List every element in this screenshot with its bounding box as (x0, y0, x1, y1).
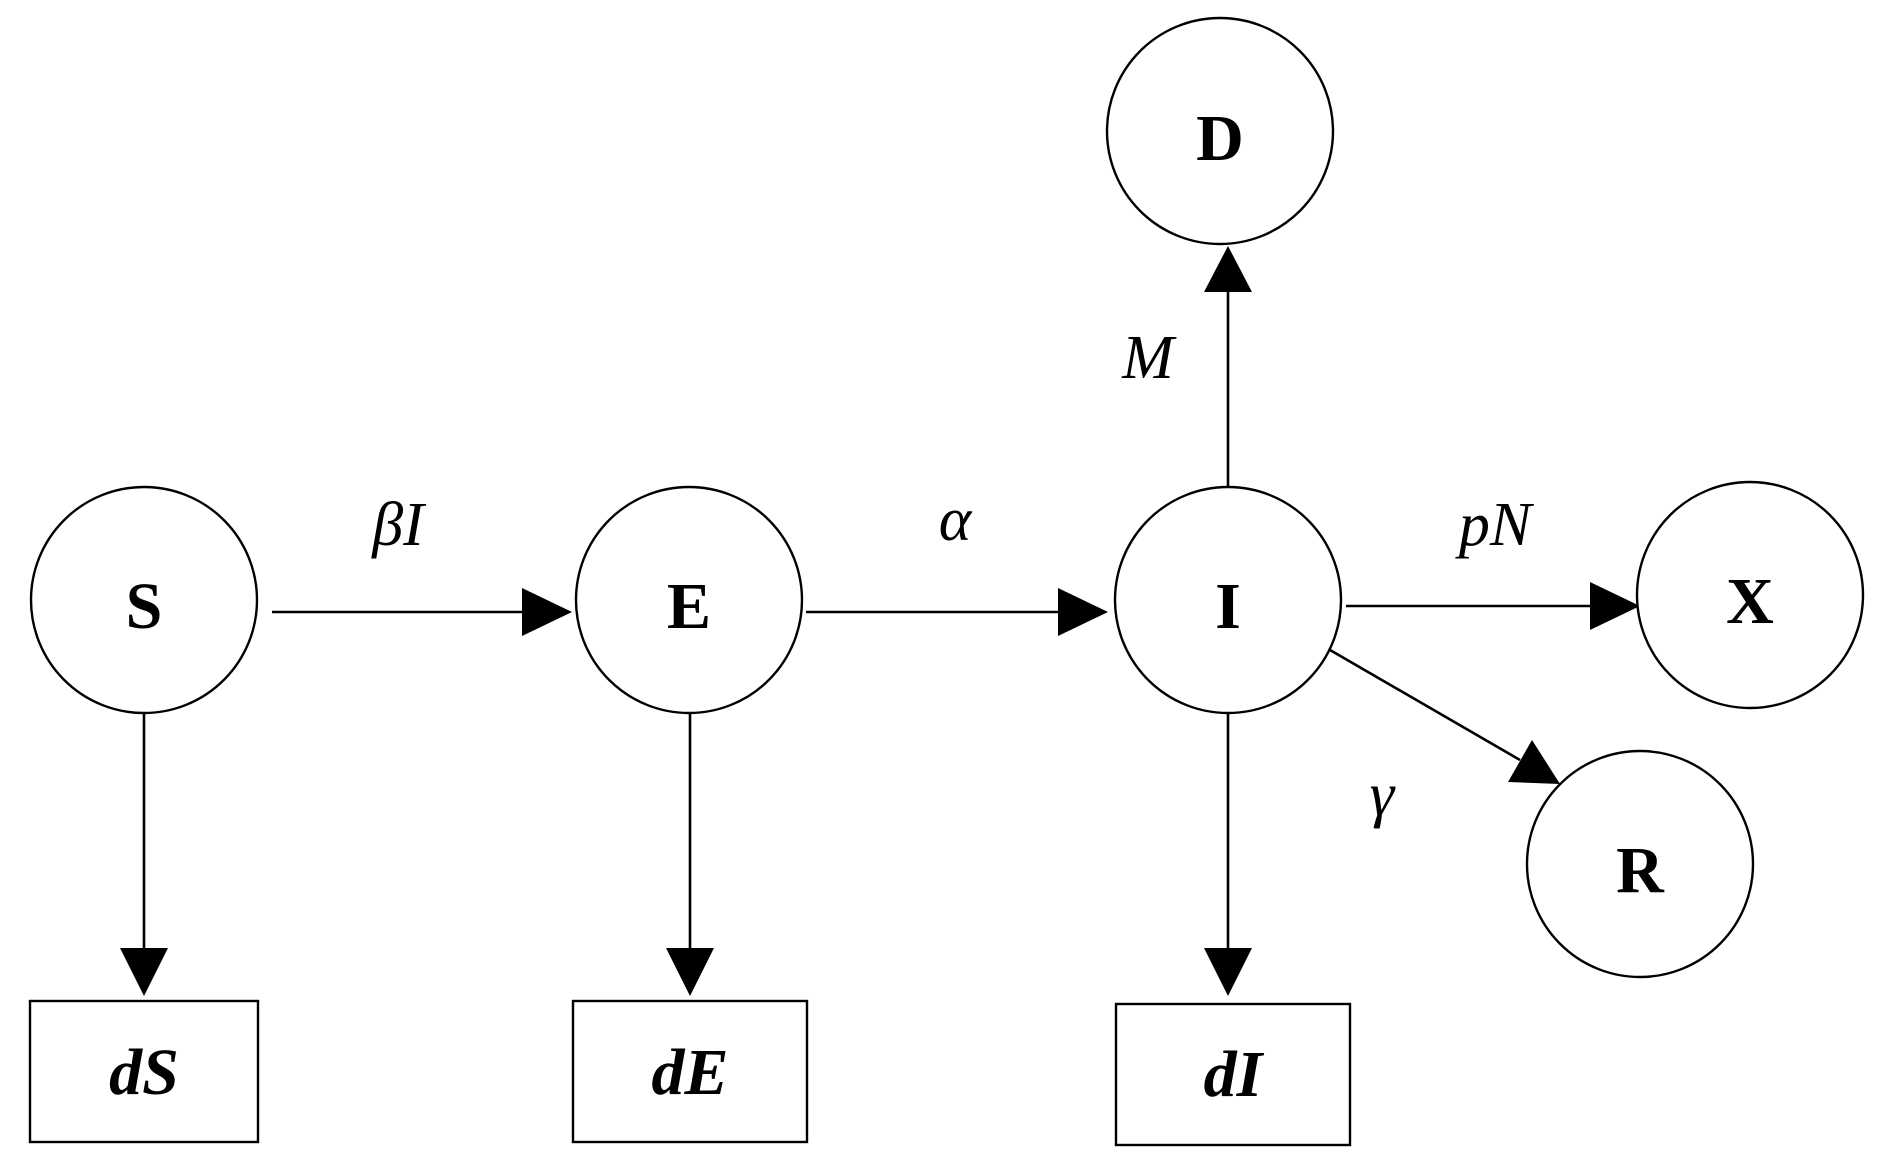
edge-e-to-i-arrowhead (1058, 588, 1108, 636)
edge-s-to-e-arrowhead (522, 588, 572, 636)
edge-i-to-x-arrowhead (1590, 582, 1640, 630)
node-i: I (1113, 485, 1343, 715)
edge-i-to-di-arrowhead (1204, 948, 1252, 996)
node-s-label: S (126, 570, 163, 643)
edge-s-to-ds (120, 712, 168, 996)
box-ds-label: dS (109, 1036, 179, 1109)
edge-i-to-x (1346, 582, 1640, 630)
edge-label-gamma: γ (1370, 761, 1396, 829)
edge-label-alpha: α (939, 486, 973, 554)
edge-i-to-r-arrowhead (1508, 740, 1560, 784)
node-e-circle (574, 485, 804, 715)
node-e: E (574, 485, 804, 715)
node-r: R (1525, 749, 1755, 979)
box-di-rect (1114, 1002, 1352, 1147)
edge-i-to-d-arrowhead (1204, 246, 1252, 292)
node-e-label: E (667, 570, 711, 643)
edge-e-to-i (806, 588, 1108, 636)
box-ds-rect (28, 999, 260, 1144)
edge-label-pn: pN (1455, 491, 1535, 559)
node-d-circle (1105, 16, 1335, 246)
node-i-circle (1113, 485, 1343, 715)
edge-i-to-di (1204, 712, 1252, 996)
node-i-label: I (1215, 570, 1241, 643)
box-de-rect (571, 999, 809, 1144)
node-x: X (1635, 480, 1865, 710)
node-x-label: X (1726, 565, 1774, 638)
box-di-label: dI (1204, 1038, 1265, 1111)
node-r-label: R (1616, 834, 1665, 907)
node-r-circle (1525, 749, 1755, 979)
box-di: dI (1114, 1002, 1352, 1147)
box-de-label: dE (651, 1036, 728, 1109)
node-d: D (1105, 16, 1335, 246)
node-d-label: D (1196, 102, 1244, 175)
node-s-circle (29, 485, 259, 715)
edge-i-to-d (1204, 246, 1252, 488)
edge-e-to-de (666, 712, 714, 996)
node-s: S (29, 485, 259, 715)
node-x-circle (1635, 480, 1865, 710)
edge-label-beta-i: βI (371, 491, 427, 559)
edge-e-to-de-arrowhead (666, 948, 714, 996)
edge-i-to-r (1329, 648, 1560, 784)
edge-label-m: M (1121, 324, 1177, 392)
edge-i-to-r-line (1329, 648, 1521, 762)
edge-s-to-e (272, 588, 572, 636)
box-de: dE (571, 999, 809, 1144)
edge-s-to-ds-arrowhead (120, 948, 168, 996)
box-ds: dS (28, 999, 260, 1144)
